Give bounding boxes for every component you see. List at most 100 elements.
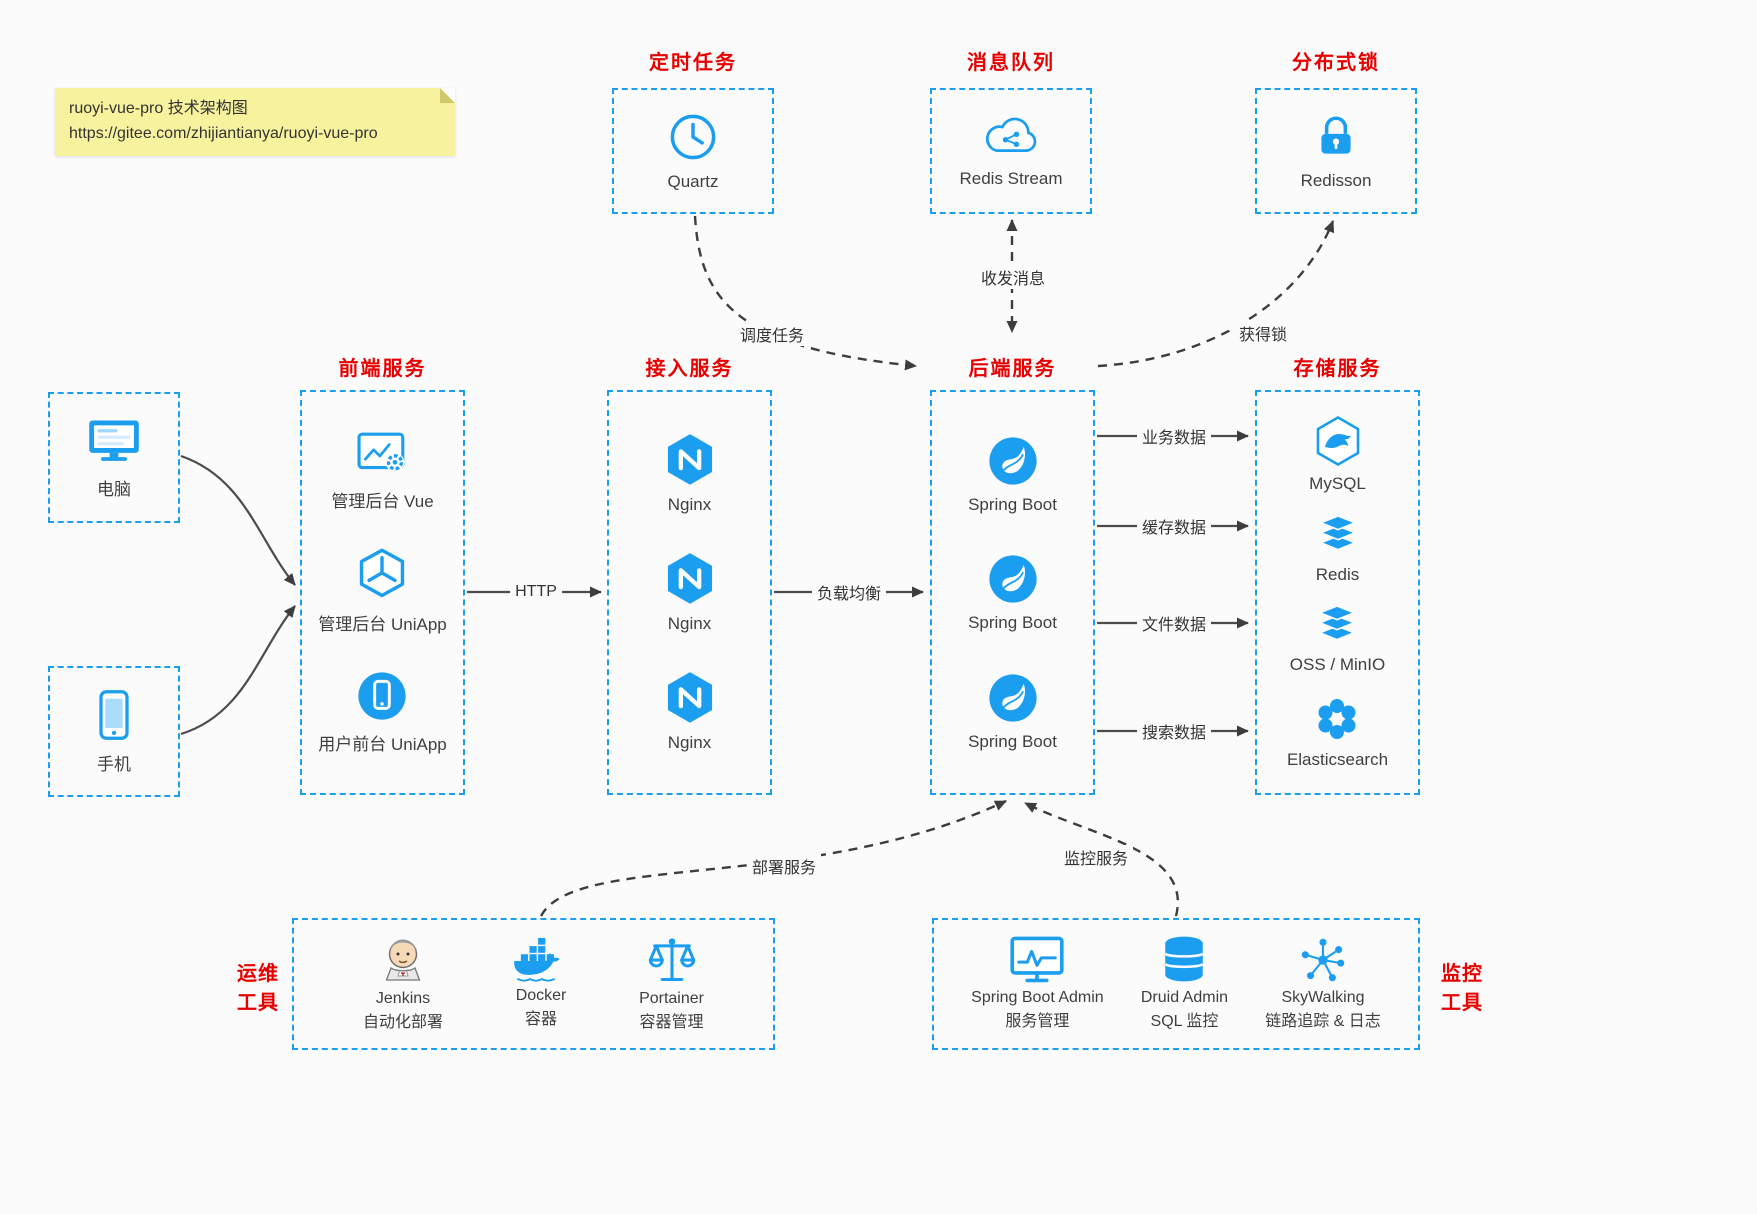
- oss-minio-icon: [1311, 604, 1363, 648]
- lock-icon: [1311, 112, 1361, 162]
- gateway-group-title: 接入服务: [645, 358, 734, 380]
- desktop-icon: [86, 416, 142, 466]
- spring-boot-label: Spring Boot: [968, 494, 1057, 514]
- ops-side-line1: 运维: [237, 963, 279, 985]
- elasticsearch-icon: [1313, 695, 1361, 743]
- spring-boot-icon: [986, 671, 1040, 725]
- spring-boot-admin-tool: Spring Boot Admin 服务管理: [971, 935, 1104, 1032]
- mq-box: Redis Stream: [930, 88, 1092, 214]
- gateway-box: Nginx Nginx Nginx: [607, 390, 772, 795]
- edge-label-file-data: 文件数据: [1136, 611, 1212, 635]
- spring-boot-label: Spring Boot: [968, 613, 1057, 632]
- monitor-side-label: 监控 工具: [1432, 960, 1492, 1018]
- cloud-stream-icon: [982, 114, 1040, 160]
- nginx-label: Nginx: [667, 733, 712, 752]
- admin-uniapp-label: 管理后台 UniApp: [318, 614, 447, 634]
- ops-side-line2: 工具: [237, 992, 279, 1014]
- wire-pc-to-frontend: [180, 454, 296, 586]
- ops-side-label: 运维 工具: [228, 960, 288, 1018]
- monitor-side-line1: 监控: [1441, 963, 1483, 985]
- admin-uniapp-node: 管理后台 UniApp: [318, 547, 447, 635]
- edge-label-deploy: 部署服务: [746, 854, 822, 878]
- ops-tools-box: Jenkins 自动化部署 Docker 容器: [292, 918, 775, 1050]
- pc-label: 电脑: [97, 479, 131, 499]
- docker-icon: [512, 937, 570, 983]
- nginx-label: Nginx: [667, 495, 712, 514]
- note-fold-corner: [440, 88, 455, 103]
- nginx-node: Nginx: [663, 551, 717, 634]
- docker-desc: 容器: [525, 1011, 558, 1028]
- jenkins-tool: Jenkins 自动化部署: [363, 934, 443, 1033]
- spring-boot-admin-desc: 服务管理: [1005, 1013, 1070, 1030]
- portainer-name: Portainer: [639, 990, 704, 1008]
- druid-admin-icon: [1160, 935, 1208, 985]
- scheduler-label: Quartz: [667, 171, 719, 191]
- edge-label-message: 收发消息: [975, 265, 1051, 289]
- mysql-icon: [1313, 415, 1363, 467]
- spring-boot-node: Spring Boot: [968, 671, 1057, 752]
- mobile-label: 手机: [97, 754, 131, 774]
- mysql-label: MySQL: [1309, 474, 1366, 494]
- nginx-icon: [663, 432, 717, 488]
- redis-node: Redis: [1312, 514, 1364, 585]
- backend-group-title: 后端服务: [968, 358, 1057, 380]
- lock-label: Redisson: [1300, 170, 1372, 190]
- spring-boot-node: Spring Boot: [968, 434, 1057, 515]
- spring-boot-admin-icon: [1009, 935, 1065, 985]
- clock-icon: [667, 111, 719, 163]
- portainer-desc: 容器管理: [639, 1014, 704, 1031]
- backend-box: Spring Boot Spring Boot Spring Boot: [930, 390, 1095, 795]
- redis-label: Redis: [1315, 564, 1360, 584]
- redis-icon: [1312, 514, 1364, 558]
- portainer-tool: Portainer 容器管理: [639, 934, 704, 1033]
- edge-label-business-data: 业务数据: [1136, 424, 1212, 448]
- admin-uniapp-icon: [355, 547, 409, 603]
- elasticsearch-label: Elasticsearch: [1286, 749, 1389, 769]
- jenkins-name: Jenkins: [375, 990, 431, 1008]
- spring-boot-node: Spring Boot: [968, 552, 1057, 633]
- frontend-group-title: 前端服务: [338, 358, 427, 380]
- wire-mobile-to-frontend: [180, 605, 296, 736]
- oss-minio-label: OSS / MinIO: [1289, 655, 1386, 675]
- edge-label-cache-data: 缓存数据: [1136, 514, 1212, 538]
- oss-minio-node: OSS / MinIO: [1290, 604, 1385, 675]
- nginx-label: Nginx: [667, 614, 712, 633]
- mysql-node: MySQL: [1309, 415, 1366, 494]
- druid-admin-tool: Druid Admin SQL 监控: [1141, 935, 1228, 1032]
- scheduler-box: Quartz: [612, 88, 774, 214]
- storage-group-title: 存储服务: [1293, 358, 1382, 380]
- admin-vue-icon: [355, 430, 411, 480]
- spring-boot-label: Spring Boot: [968, 731, 1057, 751]
- monitor-tools-box: Spring Boot Admin 服务管理 Druid Admin SQL 监…: [932, 918, 1420, 1050]
- edge-label-monitor: 监控服务: [1058, 845, 1134, 869]
- monitor-side-line2: 工具: [1441, 992, 1483, 1014]
- edge-label-schedule: 调度任务: [734, 322, 810, 346]
- sticky-note: ruoyi-vue-pro 技术架构图 https://gitee.com/zh…: [55, 88, 455, 156]
- skywalking-tool: SkyWalking 链路追踪 & 日志: [1265, 935, 1381, 1032]
- spring-boot-admin-name: Spring Boot Admin: [971, 989, 1104, 1007]
- user-uniapp-label: 用户前台 UniApp: [318, 734, 447, 754]
- storage-box: MySQL Redis OSS / MinIO Elasticsearch: [1255, 390, 1420, 795]
- docker-name: Docker: [515, 987, 567, 1005]
- jenkins-desc: 自动化部署: [363, 1014, 444, 1031]
- phone-icon: [92, 689, 136, 741]
- edge-label-search-data: 搜索数据: [1136, 719, 1212, 743]
- mq-label: Redis Stream: [959, 168, 1063, 188]
- pc-client-box: 电脑: [48, 392, 180, 523]
- user-uniapp-icon: [355, 669, 409, 723]
- scheduler-group-title: 定时任务: [649, 52, 737, 74]
- edge-label-load-balance: 负载均衡: [811, 580, 887, 604]
- note-url: https://gitee.com/zhijiantianya/ruoyi-vu…: [69, 124, 378, 142]
- elasticsearch-node: Elasticsearch: [1287, 695, 1388, 770]
- lock-box: Redisson: [1255, 88, 1417, 214]
- edge-label-acquire-lock: 获得锁: [1233, 321, 1293, 345]
- nginx-icon: [663, 670, 717, 726]
- spring-boot-icon: [986, 552, 1040, 606]
- druid-admin-name: Druid Admin: [1140, 989, 1229, 1007]
- frontend-box: 管理后台 Vue 管理后台 UniApp 用户前台 UniApp: [300, 390, 465, 795]
- spring-boot-icon: [986, 434, 1040, 488]
- admin-vue-label: 管理后台 Vue: [331, 492, 434, 512]
- docker-tool: Docker 容器: [512, 937, 570, 1030]
- nginx-node: Nginx: [663, 432, 717, 515]
